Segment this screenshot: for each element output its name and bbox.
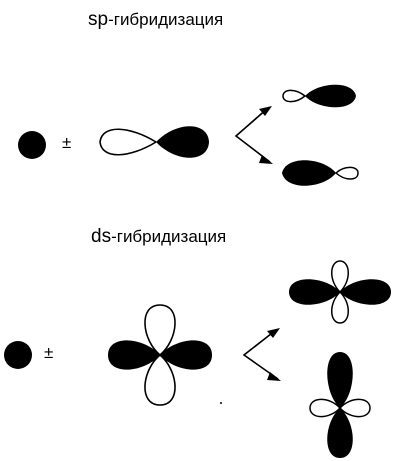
ds-hybrid-orbital-2	[310, 352, 370, 458]
sp-p-orbital	[100, 126, 209, 158]
ds-d-orbital	[108, 305, 212, 405]
sp-arrow-down-head	[259, 155, 273, 164]
sp-hybrid-orbital-2	[282, 160, 358, 186]
sp-p-white-lobe	[100, 129, 156, 155]
sp-branch-arrows	[236, 108, 270, 162]
ds-s-orbital	[4, 341, 32, 369]
sp-p-black-lobe	[156, 126, 209, 158]
stray-dot	[220, 402, 222, 404]
ds-hybrid-orbital-1	[289, 261, 391, 323]
sp-hybrid-orbital-1	[283, 85, 356, 108]
sp-s-orbital	[18, 131, 46, 159]
